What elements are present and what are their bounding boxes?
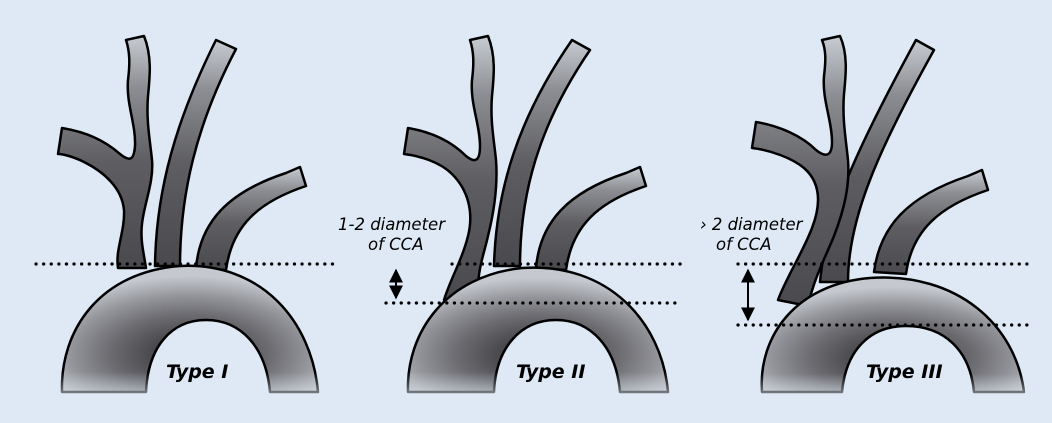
- type-iii-annotation-line2: of CCA: [716, 235, 771, 254]
- type-i-label: Type I: [166, 361, 228, 383]
- type-iii-label: Type III: [866, 361, 943, 383]
- type-ii-annotation-line1: 1-2 diameter: [338, 215, 446, 234]
- type-ii-label: Type II: [516, 361, 585, 383]
- type-ii-annotation-line2: of CCA: [368, 235, 423, 254]
- type-iii-annotation-line1: › 2 diameter: [700, 215, 804, 234]
